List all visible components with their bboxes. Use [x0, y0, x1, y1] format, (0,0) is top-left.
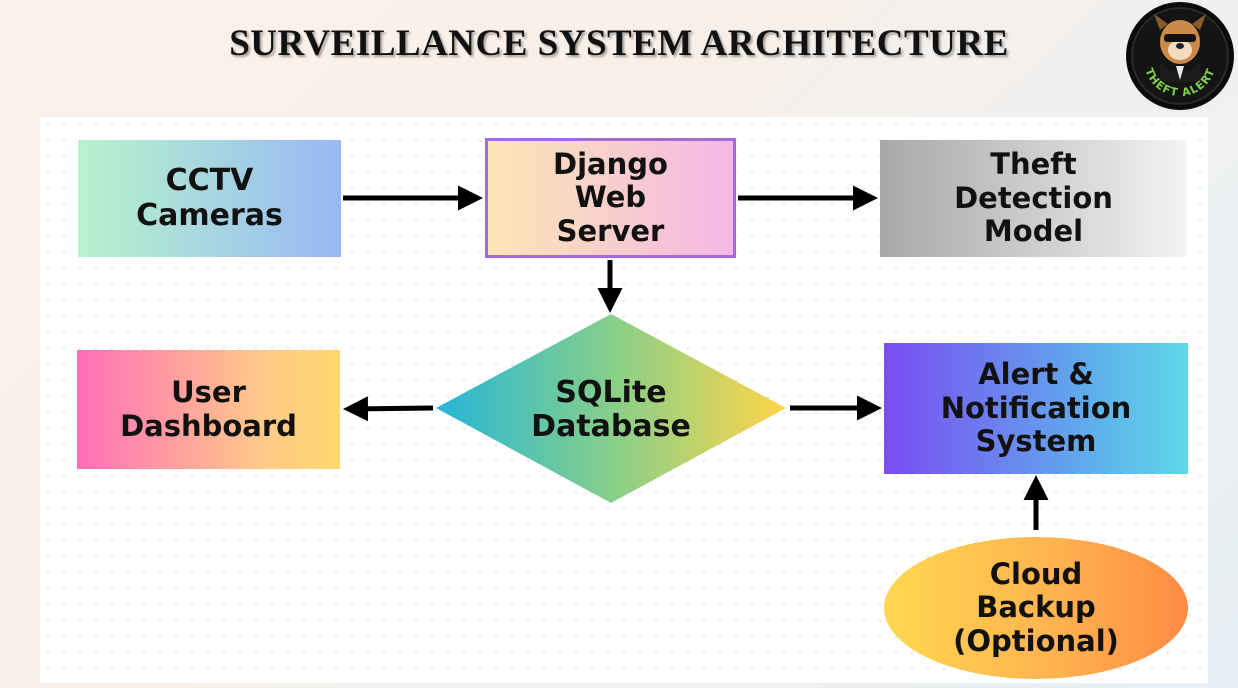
page-title: SURVEILLANCE SYSTEM ARCHITECTURE [229, 23, 1009, 64]
database-diamond [436, 314, 786, 503]
sqlite-database-label: SQLite Database [531, 374, 691, 444]
cctv-cameras-node: CCTV Cameras [78, 140, 341, 257]
arrow-database-to-user [343, 396, 434, 422]
dog-mascot-icon [1154, 14, 1206, 83]
theft-alert-logo: THEFT ALERT [1126, 2, 1234, 110]
django-web-server-node: Django Web Server [485, 138, 736, 258]
user-dashboard-node: User Dashboard [77, 350, 340, 469]
theft-detection-model-node: Theft Detection Model [880, 140, 1187, 257]
cloud-backup-node: Cloud Backup (Optional) [884, 537, 1188, 679]
alert-notification-node: Alert & Notification System [884, 343, 1188, 474]
